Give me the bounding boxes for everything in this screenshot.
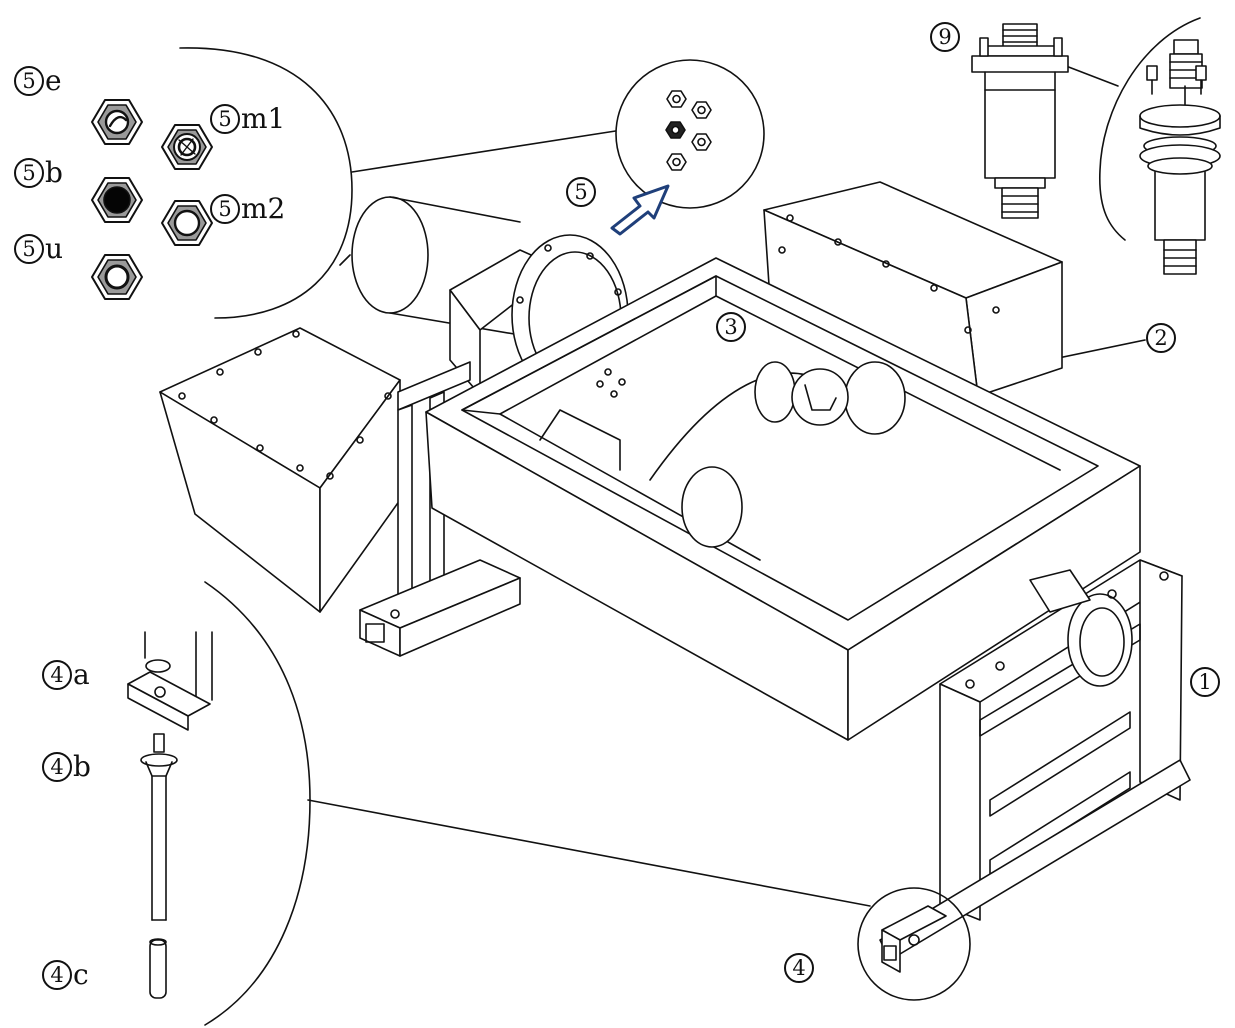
label-5u-suffix: u [45,232,64,265]
trough-body [426,258,1140,740]
label-5m1-suffix: m1 [241,102,286,135]
label-1-number: 1 [1190,667,1220,697]
label-5m2-number: 5 [210,194,240,224]
nut-5e [92,100,142,144]
label-4: 4 [784,953,814,983]
label-4a-suffix: a [73,658,90,691]
detail-arc-9-electrode [1100,18,1200,240]
label-3-number: 3 [716,312,746,342]
label-2: 2 [1146,323,1176,353]
leader-9 [1066,66,1118,86]
label-4-number: 4 [784,953,814,983]
left-stand-frame [360,362,520,656]
detail-arc-5-nuts [180,48,352,318]
nut-5m1 [162,125,212,169]
trough-internals [540,362,905,547]
label-2-number: 2 [1146,323,1176,353]
nut-5u [92,255,142,299]
foot-4a [128,632,212,730]
label-5e-number: 5 [14,66,44,96]
label-9: 9 [930,22,960,52]
label-4b-number: 4 [42,752,72,782]
label-5m2-suffix: m2 [241,192,286,225]
label-4c-number: 4 [42,960,72,990]
detail-arc-4-foot [205,582,310,1025]
foot-4c [150,939,166,998]
leader-5 [352,130,622,172]
detail-circle-4 [858,888,970,1000]
label-5-number: 5 [566,177,596,207]
label-5: 5 [566,177,596,207]
detail-circle-5 [616,60,764,208]
label-4b-suffix: b [73,750,91,783]
label-3: 3 [716,312,746,342]
electrode-9-exploded [1140,40,1220,274]
left-junction-box [160,328,400,612]
motor [340,197,520,335]
label-5u-number: 5 [14,234,44,264]
label-5e-suffix: e [45,64,62,97]
nut-5m2 [162,201,212,245]
leader-4 [308,800,870,906]
right-stand-frame [880,560,1190,960]
label-5b-number: 5 [14,158,44,188]
label-5m1-number: 5 [210,104,240,134]
label-4c-suffix: c [73,958,89,991]
electrode-9 [972,24,1068,218]
right-junction-box [764,182,1062,396]
label-4a-number: 4 [42,660,72,690]
nut-5b [92,178,142,222]
label-1: 1 [1190,667,1220,697]
foot-4b [141,734,177,920]
label-5b-suffix: b [45,156,63,189]
label-9-number: 9 [930,22,960,52]
arrow-to-5 [612,186,668,234]
